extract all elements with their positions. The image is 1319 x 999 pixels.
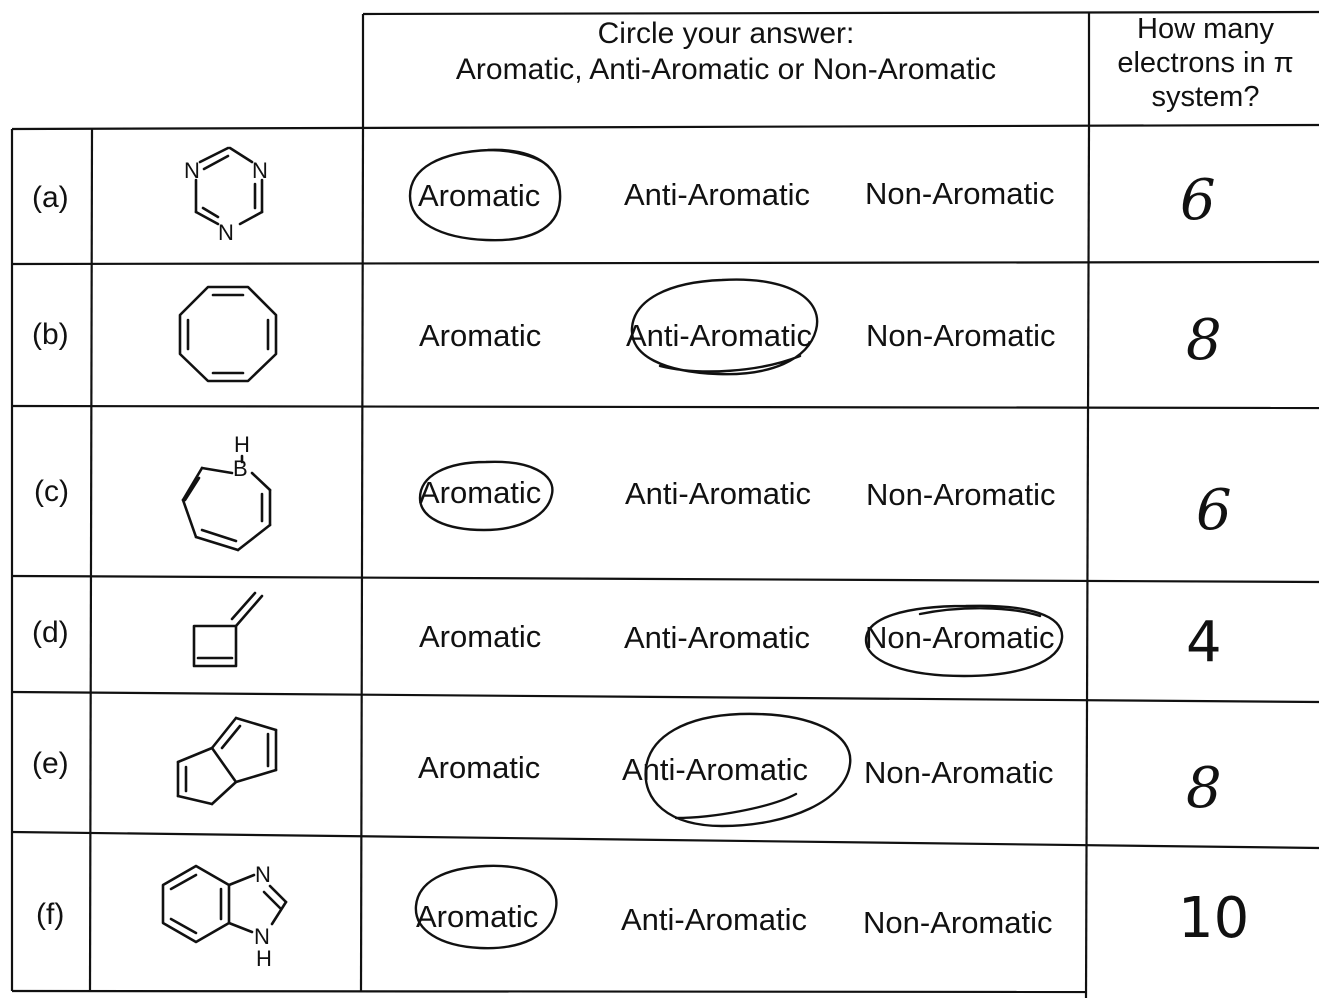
option-aromatic-b[interactable]: Aromatic bbox=[419, 318, 542, 353]
atom-n-a1: N bbox=[184, 158, 200, 183]
electron-count-a: 6 bbox=[1180, 168, 1216, 233]
header-electrons-line1: How many bbox=[1137, 13, 1274, 45]
electron-count-b: 8 bbox=[1186, 308, 1222, 373]
atom-n-f1: N bbox=[255, 862, 271, 887]
atom-n-a2: N bbox=[252, 158, 268, 183]
option-anti-aromatic-e[interactable]: Anti-Aromatic bbox=[622, 752, 809, 787]
option-non-aromatic-a[interactable]: Non-Aromatic bbox=[865, 176, 1055, 211]
electron-count-c: 6 bbox=[1196, 478, 1232, 543]
atom-n-a3: N bbox=[218, 220, 234, 245]
electron-count-d: 4 bbox=[1186, 610, 1222, 675]
option-non-aromatic-c[interactable]: Non-Aromatic bbox=[866, 477, 1056, 512]
option-non-aromatic-d[interactable]: Non-Aromatic bbox=[865, 620, 1055, 655]
molecule-methylenecyclobutene bbox=[194, 593, 262, 666]
option-aromatic-e[interactable]: Aromatic bbox=[418, 750, 541, 785]
answer-circle-c bbox=[420, 462, 552, 530]
molecule-borepin bbox=[183, 456, 270, 550]
option-non-aromatic-b[interactable]: Non-Aromatic bbox=[866, 318, 1056, 353]
answer-circle-a bbox=[410, 150, 560, 240]
molecule-benzimidazole bbox=[163, 866, 286, 942]
option-anti-aromatic-f[interactable]: Anti-Aromatic bbox=[621, 902, 808, 937]
atom-n-f2: N bbox=[254, 924, 270, 949]
option-aromatic-c[interactable]: Aromatic bbox=[419, 475, 542, 510]
answer-circle-d bbox=[866, 606, 1062, 676]
option-aromatic-d[interactable]: Aromatic bbox=[419, 619, 542, 654]
row-label-c: (c) bbox=[34, 475, 69, 508]
molecule-pentalene bbox=[178, 718, 276, 804]
option-aromatic-f[interactable]: Aromatic bbox=[416, 899, 539, 934]
answer-circle-f bbox=[416, 866, 557, 948]
molecule-cyclooctatetraene bbox=[180, 287, 276, 381]
atom-b-c: B bbox=[233, 456, 248, 481]
atom-h-c: H bbox=[234, 432, 250, 457]
header-electrons-line3: system? bbox=[1151, 81, 1260, 113]
row-label-e: (e) bbox=[32, 747, 69, 780]
header-electrons-line2: electrons in π bbox=[1117, 47, 1294, 79]
option-aromatic-a[interactable]: Aromatic bbox=[418, 178, 541, 213]
answer-circle-e bbox=[646, 714, 851, 826]
option-anti-aromatic-c[interactable]: Anti-Aromatic bbox=[625, 476, 812, 511]
electron-count-f: 10 bbox=[1178, 886, 1250, 951]
molecule-triazine bbox=[196, 148, 262, 224]
answer-circle-b bbox=[632, 280, 817, 375]
row-label-b: (b) bbox=[32, 318, 69, 351]
option-non-aromatic-f[interactable]: Non-Aromatic bbox=[863, 905, 1053, 940]
electron-count-e: 8 bbox=[1186, 756, 1222, 821]
row-label-d: (d) bbox=[32, 616, 69, 649]
option-anti-aromatic-d[interactable]: Anti-Aromatic bbox=[624, 620, 811, 655]
option-anti-aromatic-b[interactable]: Anti-Aromatic bbox=[626, 318, 813, 353]
atom-h-f: H bbox=[256, 946, 272, 971]
option-non-aromatic-e[interactable]: Non-Aromatic bbox=[864, 755, 1054, 790]
row-label-a: (a) bbox=[32, 181, 69, 214]
option-anti-aromatic-a[interactable]: Anti-Aromatic bbox=[624, 177, 811, 212]
header-instruction-line2: Aromatic, Anti-Aromatic or Non-Aromatic bbox=[455, 53, 997, 86]
row-label-f: (f) bbox=[36, 898, 65, 931]
header-instruction-line1: Circle your answer: bbox=[597, 17, 855, 50]
